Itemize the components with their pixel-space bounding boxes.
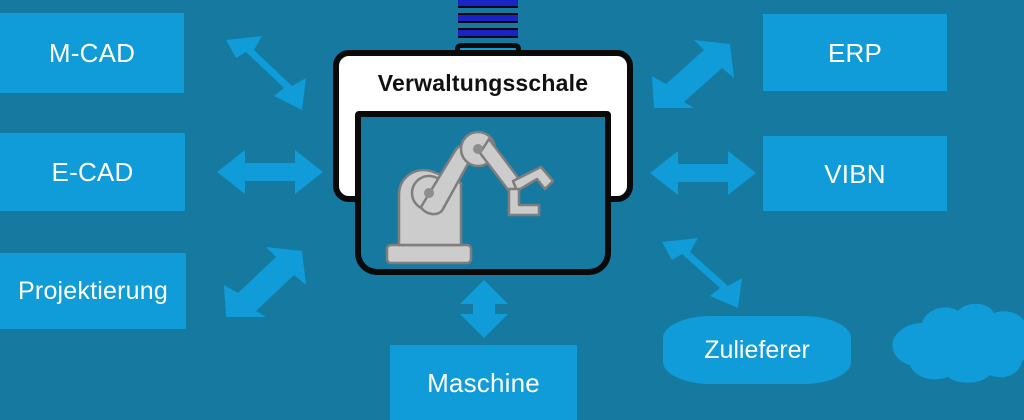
page-title: Verwaltungsschale: [377, 70, 589, 96]
node-zulieferer[interactable]: Zulieferer: [663, 316, 851, 384]
cloud-icon: [884, 297, 1024, 389]
node-mcad[interactable]: M-CAD: [0, 13, 184, 93]
node-projektierung[interactable]: Projektierung: [0, 253, 186, 329]
asset-container: [355, 111, 611, 275]
node-erp[interactable]: ERP: [763, 14, 947, 91]
connector-bar: [458, 13, 518, 23]
node-mcad-label: M-CAD: [48, 38, 136, 68]
double-arrow-diagonal-down-right-icon: [660, 238, 758, 310]
connector-bar: [458, 0, 518, 8]
node-ecad-label: E-CAD: [51, 157, 134, 187]
double-arrow-diagonal-up-right-icon: [652, 40, 750, 112]
administration-shell[interactable]: Verwaltungsschale: [333, 50, 633, 275]
industrial-robot-arm-icon: [377, 123, 577, 269]
double-arrow-diagonal-down-right-icon: [222, 34, 324, 112]
node-erp-label: ERP: [827, 37, 883, 68]
double-arrow-vertical-icon: [456, 278, 512, 340]
double-arrow-diagonal-up-right-icon: [222, 245, 324, 323]
node-maschine[interactable]: Maschine: [390, 345, 577, 420]
connector-bar: [458, 28, 518, 38]
node-projektierung-label: Projektierung: [18, 276, 168, 305]
double-arrow-horizontal-icon: [648, 148, 758, 198]
node-ecad[interactable]: E-CAD: [0, 133, 185, 211]
node-maschine-label: Maschine: [427, 367, 540, 398]
connector-bars-icon: [452, 0, 524, 59]
node-zulieferer-label: Zulieferer: [704, 335, 810, 364]
double-arrow-horizontal-icon: [215, 146, 325, 198]
node-vibn[interactable]: VIBN: [763, 136, 947, 211]
node-vibn-label: VIBN: [824, 158, 886, 189]
